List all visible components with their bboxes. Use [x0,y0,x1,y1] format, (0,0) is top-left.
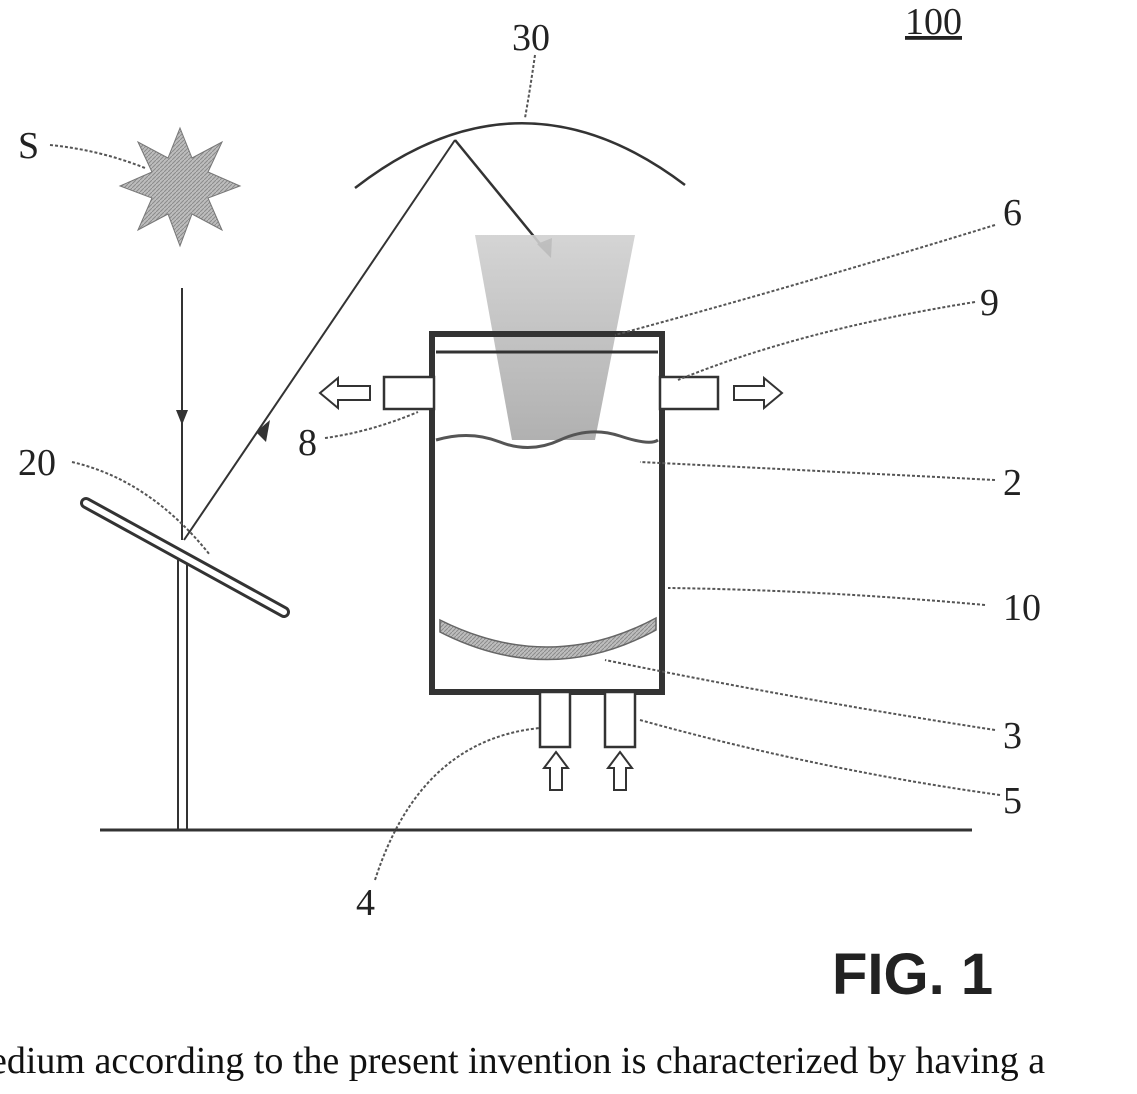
inlet-pipe-left [540,692,570,747]
inlet-arrow-left [544,752,568,790]
incident-ray-arrowhead [176,410,188,425]
figure-reference-number: 100 [905,1,962,43]
leader-inlet-right [640,720,1000,795]
reflected-ray [184,140,455,540]
label-layer: 3 [1003,715,1022,757]
label-vessel: 10 [1003,587,1041,629]
leader-vessel [668,588,985,605]
label-inlet-right: 5 [1003,780,1022,822]
label-inlet-left: 4 [356,882,375,924]
leader-concentrator [525,55,535,118]
outlet-arrow-left [320,378,370,408]
outlet-pipe-right [660,377,718,409]
concentrator-dish [355,123,685,188]
heliostat-mirror [86,503,284,612]
leader-medium [640,462,995,480]
label-window: 6 [1003,192,1022,234]
label-mirror: 20 [18,442,56,484]
inlet-pipe-right [605,692,635,747]
label-outlet-left: 8 [298,422,317,464]
label-medium: 2 [1003,462,1022,504]
concentrated-light-beam [475,235,635,440]
catalyst-layer [440,618,656,660]
leader-inlet-left [375,728,540,880]
outlet-arrow-right [734,378,782,408]
sun-icon [120,128,240,246]
leader-sun [50,145,145,168]
label-concentrator: 30 [512,17,550,59]
leader-outlet-right [678,302,975,380]
caption-text: edium according to the present invention… [0,1034,1137,1094]
inlet-arrow-right [608,752,632,790]
figure-label: FIG. 1 [832,942,993,1007]
label-sun: S [18,125,39,167]
label-outlet-right: 9 [980,282,999,324]
outlet-pipe-left [384,377,434,409]
leader-window [615,225,995,335]
leader-outlet-left [325,412,418,438]
concentrated-ray [455,140,545,250]
